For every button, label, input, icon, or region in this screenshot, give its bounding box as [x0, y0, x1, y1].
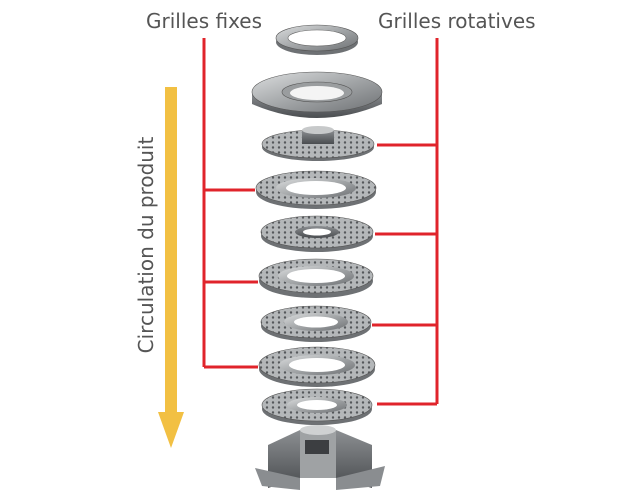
- fixed-plate-3: [258, 346, 376, 387]
- flow-arrow: [158, 87, 184, 448]
- retaining-ring: [275, 24, 359, 55]
- rotating-connector: [372, 38, 439, 406]
- rotating-plate-2: [260, 215, 374, 252]
- fixed-plates-label: Grilles fixes: [146, 9, 263, 33]
- rotating-plate-1: [261, 126, 375, 161]
- rotating-plate-4: [261, 388, 373, 425]
- impeller: [255, 425, 385, 490]
- rotating-plates-label: Grilles rotatives: [378, 9, 536, 33]
- product-flow-label: Circulation du produit: [134, 136, 158, 354]
- housing-cap: [251, 71, 383, 118]
- fixed-plate-1: [255, 170, 377, 209]
- fixed-connector: [202, 38, 258, 369]
- fixed-plate-2: [258, 258, 374, 298]
- rotating-plate-3: [260, 305, 372, 342]
